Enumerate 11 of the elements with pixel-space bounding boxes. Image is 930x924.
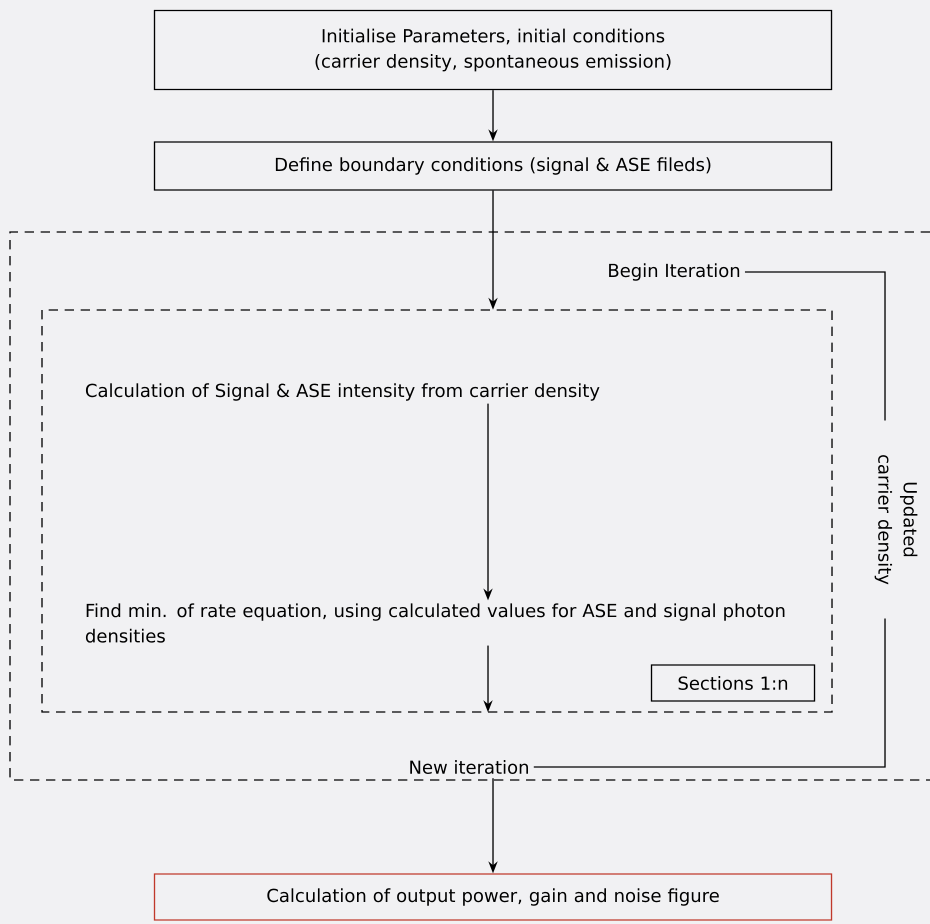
process-box: Define boundary conditions (signal & ASE fileds) [154, 141, 832, 191]
process-box: Calculation of output power, gain and noise figure [154, 873, 832, 921]
step-text: Find min. of rate equation, using calculated values for ASE and signal photon densities [86, 603, 784, 643]
step-text: New iteration [410, 760, 528, 774]
step-text: Begin Iteration [609, 263, 740, 281]
process-box: Sections 1:n [650, 664, 816, 702]
process-box: Initialise Parameters, initial conditions (carrier density, spontaneous emission) [154, 10, 832, 90]
edge-label: Updated carrier density [870, 420, 922, 618]
dashed-frame [9, 231, 930, 781]
dashed-frame [41, 309, 833, 713]
step-text: Calculation of Signal & ASE intensity from carrier density [86, 383, 600, 401]
